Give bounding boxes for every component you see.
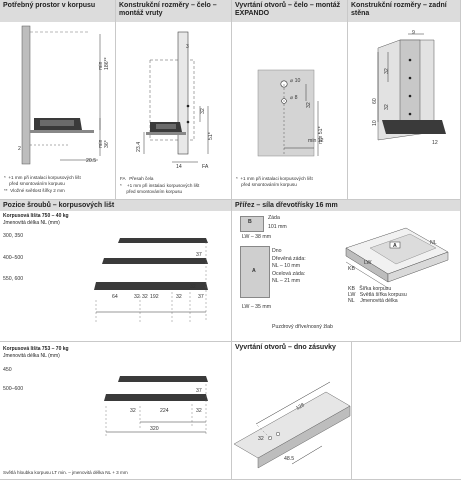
back-wall-diagram bbox=[377, 33, 446, 141]
rail-title: Korpusová lišta 750 – 40 kg bbox=[3, 213, 69, 219]
size-450: 450 bbox=[3, 367, 12, 373]
board-a bbox=[240, 246, 270, 298]
dim-fa: FA bbox=[202, 164, 209, 170]
dim-32b: 32 bbox=[196, 408, 202, 414]
board-a-label: A bbox=[252, 268, 256, 274]
b-note-1: 101 mm bbox=[268, 224, 287, 230]
legend-nl: NL Jmenovitá délka bbox=[348, 298, 398, 304]
dim-2: 2 bbox=[18, 146, 21, 152]
dim-32c: 32 bbox=[134, 294, 140, 300]
dim-192: 192 bbox=[150, 294, 159, 300]
expando-holes-diagram bbox=[257, 69, 319, 157]
panel-title: Pozice šroubů – korpusových lišt bbox=[0, 200, 231, 211]
panel-title: Vyvrtání otvorů – dno zásuvky bbox=[232, 342, 351, 353]
dim-32d: 32 bbox=[176, 294, 182, 300]
panel-front-screws: Konstrukční rozměry – čelo – montáž vrut… bbox=[116, 0, 232, 200]
rail-subtitle: Jmenovitá délka NL (mm) bbox=[3, 353, 60, 359]
legend-fa: FA Přesah čela bbox=[120, 176, 154, 181]
a-bottom: Puzdrový dříve/nosný žlab bbox=[272, 324, 333, 330]
dim-64: 64 bbox=[112, 294, 118, 300]
dim-min-12: min 12 bbox=[308, 138, 324, 144]
panel-title: Konstrukční rozměry – zadní stěna bbox=[348, 0, 460, 22]
rail-positions-diagram bbox=[94, 238, 208, 322]
dim-9: 9 bbox=[412, 30, 415, 36]
panel-title: Vyvrtání otvorů – čelo – montáž EXPANDO bbox=[232, 0, 347, 22]
draw-kb: KB bbox=[348, 266, 355, 272]
dim-224: 224 bbox=[160, 408, 169, 414]
drawer-3d-diagram bbox=[345, 227, 449, 289]
draw-a: A bbox=[393, 243, 397, 249]
dim-32: 32 bbox=[200, 108, 206, 114]
draw-lw: LW bbox=[364, 260, 372, 266]
dim-37: 37 bbox=[196, 388, 202, 394]
b-note-0: Záda bbox=[268, 215, 280, 221]
dim-min-36: min 36* bbox=[98, 139, 110, 148]
draw-nl: NL bbox=[430, 240, 437, 246]
size-500-600: 500–600 bbox=[3, 386, 24, 392]
board-b bbox=[240, 216, 264, 232]
a-note-4: NL – 21 mm bbox=[272, 278, 301, 284]
panel-cut-sizes: Přířez – síla dřevotřísky 16 mm B Záda 1… bbox=[232, 200, 461, 342]
empty-area bbox=[352, 342, 461, 480]
dim-14: 14 bbox=[176, 164, 182, 170]
legend-lw: LW Světlá šířka korpusu bbox=[348, 292, 407, 298]
legend-note: * +1 mm při instalaci korpusových lišt p… bbox=[120, 183, 200, 194]
rail-title: Korpusová lišta 753 – 70 kg bbox=[3, 346, 69, 352]
drawer-bottom-diagram bbox=[233, 381, 351, 469]
note-2: ** Vložné světlost šířky 2 mm bbox=[4, 188, 65, 193]
panel-screw-positions: Pozice šroubů – korpusových lišt Korpuso… bbox=[0, 200, 232, 342]
panel-expando-holes: Vyvrtání otvorů – čelo – montáž EXPANDO … bbox=[232, 0, 348, 200]
dim-32b: 32 bbox=[142, 294, 148, 300]
footer-note: Světlá hloubka korpusu LT min. – jmenovi… bbox=[3, 470, 128, 475]
dim-48-5: 48.5 bbox=[284, 456, 295, 462]
panel-required-space: Potřebný prostor v korpusu min 186** min… bbox=[0, 0, 116, 200]
dim-60: 60 bbox=[372, 98, 378, 104]
dim-32: 32 bbox=[258, 436, 264, 442]
dim-dia-8: ⌀ 8 bbox=[290, 95, 298, 101]
dim-32a: 32 bbox=[130, 408, 136, 414]
panel-title: Přířez – síla dřevotřísky 16 mm bbox=[232, 200, 460, 211]
a-width: LW – 35 mm bbox=[242, 304, 272, 310]
dim-dia-10: ⌀ 10 bbox=[290, 78, 301, 84]
dim-3: 3 bbox=[186, 44, 189, 50]
note-1: * +1 mm při instalaci korpusových lišt p… bbox=[4, 175, 81, 186]
b-width: LW – 38 mm bbox=[242, 234, 272, 240]
dim-32: 32 bbox=[306, 102, 312, 108]
dim-32b: 32 bbox=[384, 104, 390, 110]
dim-20-5: 20.5 bbox=[86, 158, 97, 164]
required-space-diagram bbox=[21, 25, 101, 165]
dim-12: 12 bbox=[432, 140, 438, 146]
panel-title: Konstrukční rozměry – čelo – montáž vrut… bbox=[116, 0, 231, 22]
a-note-3: Ocelová záda: bbox=[272, 271, 306, 277]
dim-23-4: 23.4 bbox=[136, 141, 142, 152]
panel-rail-753: Korpusová lišta 753 – 70 kg Jmenovitá dé… bbox=[0, 342, 232, 480]
legend-kb: KB Šířka korpusu bbox=[348, 286, 392, 292]
rail-753-diagram bbox=[104, 376, 208, 436]
note-1: * +1 mm při instalaci korpusových lišt p… bbox=[236, 176, 313, 187]
dim-min-186: min 186** bbox=[98, 57, 110, 70]
dim-51: 51* bbox=[208, 132, 214, 140]
panel-back-wall: Konstrukční rozměry – zadní stěna 9 32 6… bbox=[348, 0, 461, 200]
dim-320: 320 bbox=[150, 426, 159, 432]
rail-subtitle: Jmenovitá délka NL (mm) bbox=[3, 220, 60, 226]
front-screws-diagram bbox=[143, 31, 209, 163]
size-400-500: 400–500 bbox=[3, 255, 24, 261]
a-note-1: Dřevěná záda: bbox=[272, 256, 306, 262]
dim-32a: 32 bbox=[190, 284, 196, 290]
a-note-2: NL – 10 mm bbox=[272, 263, 301, 269]
dim-32a: 32 bbox=[384, 68, 390, 74]
size-550-600: 550, 600 bbox=[3, 276, 24, 282]
dim-37b: 37 bbox=[198, 294, 204, 300]
size-300-350: 300, 350 bbox=[3, 233, 24, 239]
dim-10: 10 bbox=[372, 120, 378, 126]
board-b-label: B bbox=[248, 219, 252, 225]
panel-drawer-bottom-holes: Vyvrtání otvorů – dno zásuvky 128 32 48.… bbox=[232, 342, 352, 480]
panel-title: Potřebný prostor v korpusu bbox=[0, 0, 115, 22]
a-note-0: Dno bbox=[272, 248, 282, 254]
dim-37a: 37 bbox=[196, 252, 202, 258]
